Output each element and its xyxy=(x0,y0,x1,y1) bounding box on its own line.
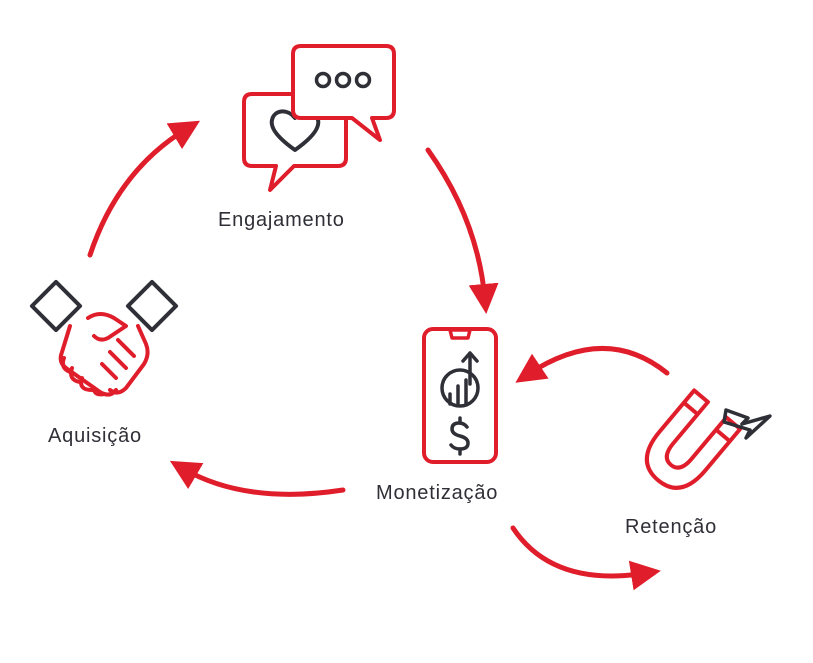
label-engajamento: Engajamento xyxy=(218,209,345,231)
label-retencao: Retenção xyxy=(625,516,718,538)
magnet-lightning-icon xyxy=(644,388,743,490)
chat-bubbles-heart-icon xyxy=(242,44,396,192)
label-monetizacao: Monetização xyxy=(376,482,499,504)
handshake-icon xyxy=(29,279,179,397)
lightning-bolt-icon xyxy=(722,408,772,440)
arrow-monetizacao-to-aquisicao xyxy=(169,460,346,497)
arrow-aquisicao-to-engajamento xyxy=(87,120,201,258)
arrow-engajamento-to-monetizacao xyxy=(425,147,499,314)
label-aquisicao: Aquisição xyxy=(48,425,142,447)
smartphone-growth-dollar-icon xyxy=(422,327,498,464)
arrow-retencao-to-monetizacao xyxy=(515,346,670,383)
arrow-monetizacao-to-retencao xyxy=(510,525,661,591)
